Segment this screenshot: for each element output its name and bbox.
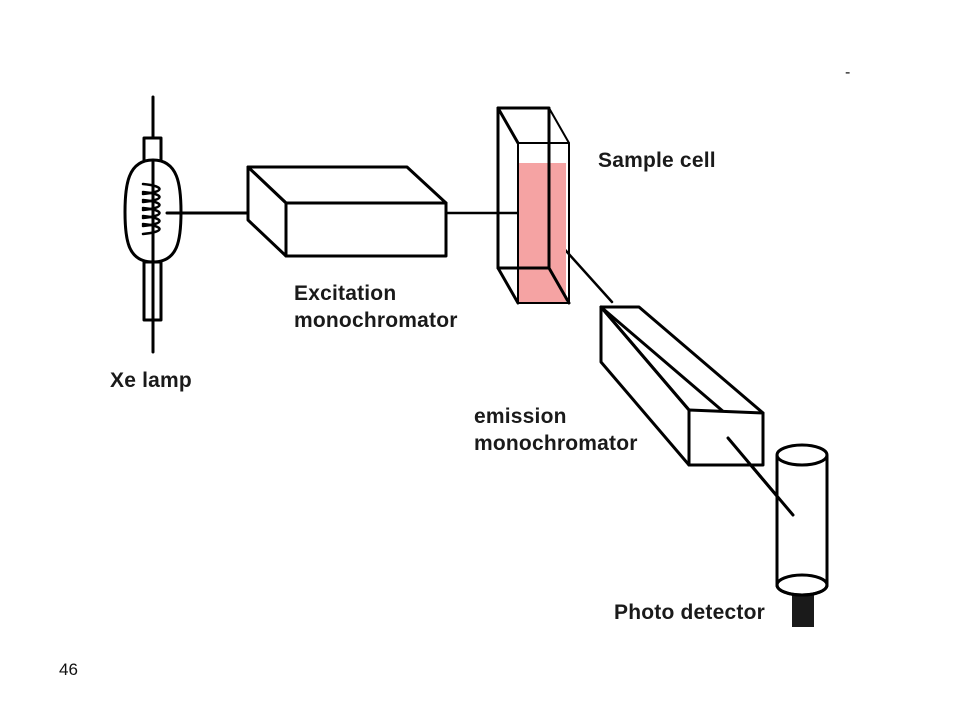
lamp-upper-neck [142, 136, 163, 164]
detector-base [792, 590, 814, 627]
detector-top [775, 443, 829, 467]
xe-lamp [123, 95, 183, 354]
cuvette-bottom-left-edge [496, 266, 520, 305]
cuvette-top-left-edge [496, 106, 520, 145]
page-number: 46 [59, 660, 78, 679]
cuvette-bottom-right-edge [547, 266, 571, 305]
excitation-label-line1: Excitation [294, 282, 397, 305]
sample-cell [496, 106, 571, 305]
cuvette-front-face [496, 106, 551, 270]
excitation-label-line2: monochromator [294, 309, 458, 332]
excitation-monochromator [246, 165, 448, 258]
emission-label-line2: monochromator [474, 432, 638, 455]
emission-front-face [687, 408, 765, 467]
emission-monochromator [599, 305, 765, 467]
photo-detector-label: Photo detector [614, 601, 765, 624]
excitation-front-face [284, 201, 448, 258]
lamp-filament-coil [141, 182, 161, 236]
detector-bottom-rim [775, 573, 829, 597]
emission-label-line1: emission [474, 405, 567, 428]
sample-liquid [518, 163, 566, 303]
xe-lamp-label: Xe lamp [110, 369, 192, 392]
sample-cell-label: Sample cell [598, 149, 716, 172]
beam-inside-detector [758, 474, 795, 517]
corner-mark: - [845, 64, 851, 81]
beam-emission-exit [726, 436, 762, 478]
photo-detector [758, 443, 829, 627]
emission-top-edge [599, 305, 691, 412]
